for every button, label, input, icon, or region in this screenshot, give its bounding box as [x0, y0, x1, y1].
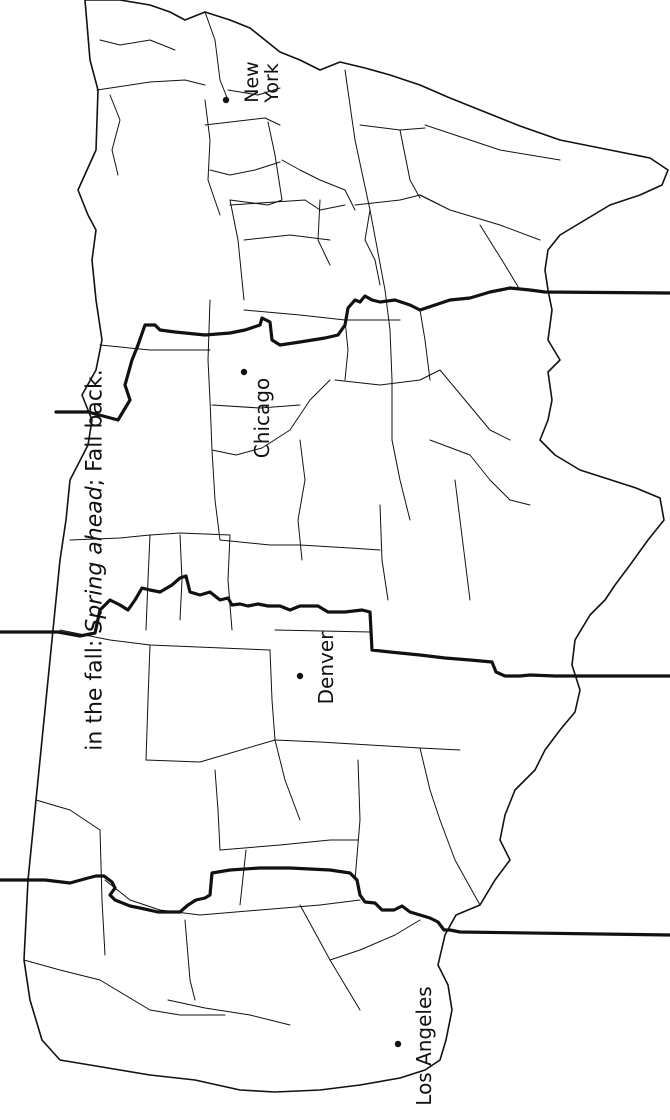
country-outline	[23, 0, 669, 1093]
new-york-line-1: New	[241, 61, 263, 103]
denver-dot	[296, 672, 304, 680]
map-caption: in the fall: Spring ahead; Fall back.	[83, 369, 108, 750]
zone-line-central-mountain	[0, 574, 670, 678]
caption-spring-ahead: Spring ahead	[82, 486, 108, 633]
los-angeles-label: Los Angeles	[412, 986, 436, 1106]
zone-line-mountain-pacific	[0, 866, 670, 937]
chicago-dot	[240, 368, 248, 376]
chicago-label: Chicago	[250, 377, 274, 459]
caption-prefix: in the fall:	[82, 632, 108, 751]
time-zone-boundaries	[0, 286, 670, 937]
new-york-line-2: York	[261, 63, 283, 103]
los-angeles-dot	[394, 1040, 402, 1048]
new-york-label: New York	[241, 61, 283, 103]
caption-separator: ;	[82, 471, 108, 487]
state-borders	[23, 11, 561, 1026]
caption-fall-back: Fall back.	[82, 369, 108, 472]
denver-label: Denver	[314, 631, 338, 705]
new-york-dot	[222, 96, 230, 104]
city-dots	[222, 96, 402, 1048]
zone-line-eastern-central	[54, 286, 670, 422]
